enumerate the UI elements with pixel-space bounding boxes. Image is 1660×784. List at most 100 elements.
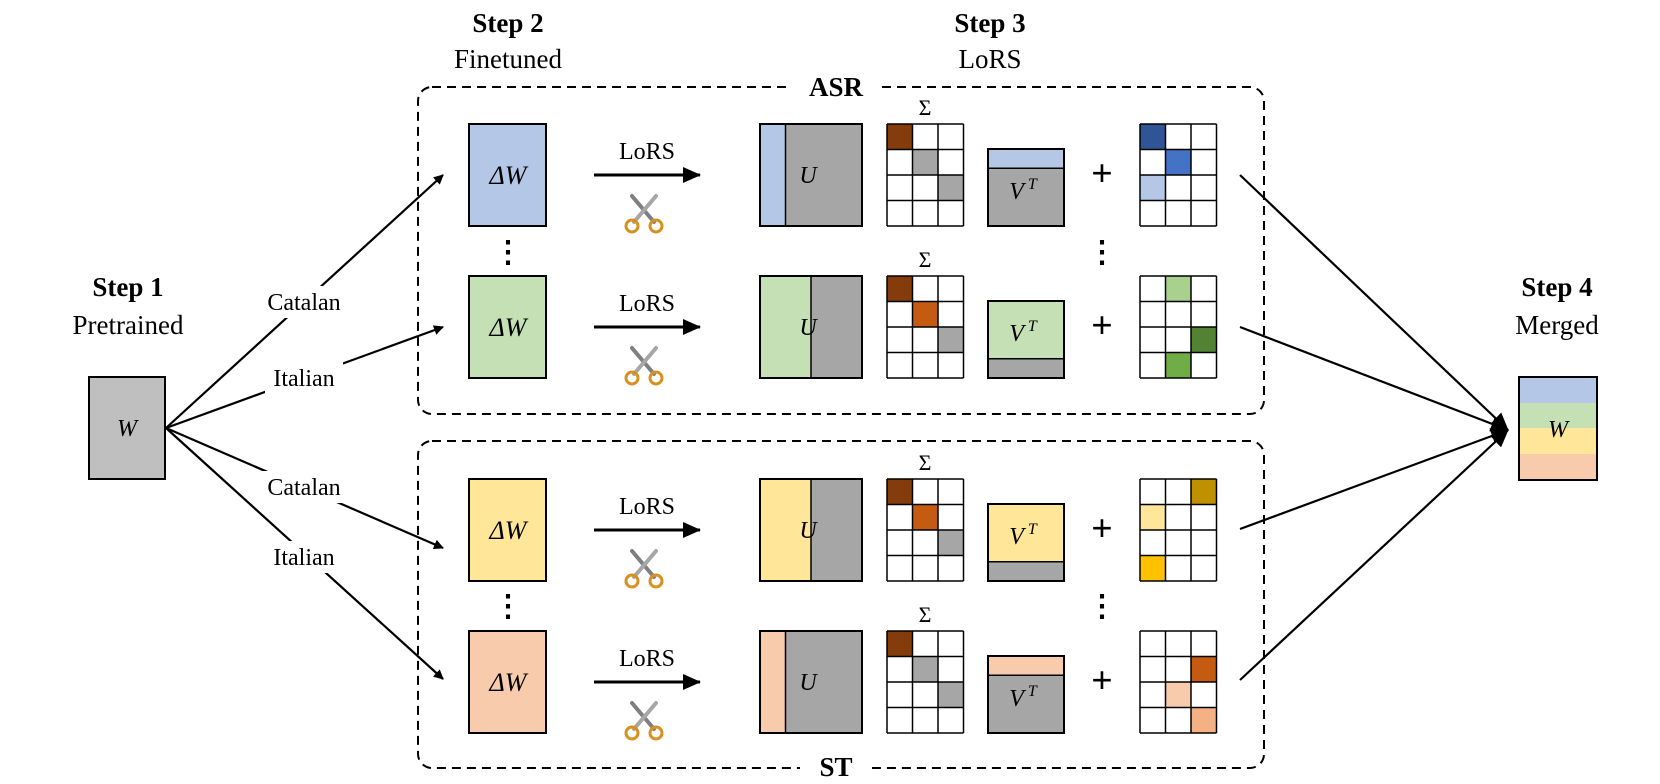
lors-arrow: LoRS [594, 139, 701, 183]
task-vector-cell [1191, 656, 1217, 682]
plus-sign: + [1091, 660, 1113, 702]
label-italian-st: Italian [273, 545, 334, 571]
u-matrix: U [759, 123, 863, 227]
task-vector-cell [1191, 707, 1217, 733]
lors-row-asr-italian: ΔW LoRS U Σ V T + [468, 247, 1218, 386]
u-matrix-label: U [799, 163, 818, 189]
u-matrix-label: U [799, 315, 818, 341]
lors-row-asr-catalan: ΔW LoRS U Σ V T + [468, 95, 1218, 234]
lors-row-st-catalan: ΔW LoRS U Σ V T + [468, 450, 1218, 589]
lors-row-st-italian: ΔW LoRS U Σ V T + [468, 602, 1218, 741]
sigma-matrix: Σ [886, 247, 965, 379]
sigma-cell [887, 479, 913, 505]
lors-arrow: LoRS [594, 646, 701, 690]
step2-title: Step 2 [472, 8, 543, 38]
merge-arrow-2 [1239, 325, 1509, 432]
lors-arrow-label: LoRS [619, 139, 675, 165]
vdots-asr-deltaw: ⋮ [493, 236, 523, 269]
sigma-cell [912, 301, 938, 327]
task-vector-cell [1165, 149, 1191, 175]
scissors-icon [624, 346, 664, 386]
st-group-label: ST [819, 752, 852, 782]
label-catalan-asr: Catalan [267, 290, 340, 316]
vt-matrix: V T [987, 148, 1065, 227]
delta-w-matrix: ΔW [468, 630, 547, 734]
task-vector-cell [1191, 479, 1217, 505]
step1-subtitle: Pretrained [73, 310, 184, 340]
task-vector-cell [1140, 175, 1166, 201]
vt-matrix: V T [987, 300, 1065, 379]
sigma-matrix: Σ [886, 602, 965, 734]
sigma-label: Σ [919, 95, 932, 120]
step1-title: Step 1 [92, 272, 163, 302]
pretrained-matrix-label: W [117, 416, 139, 442]
lors-arrow-label: LoRS [619, 291, 675, 317]
fanout-arrows [165, 174, 444, 680]
merge-arrow-4 [1239, 429, 1509, 681]
step2-subtitle: Finetuned [454, 44, 562, 74]
merge-arrow-1 [1239, 174, 1509, 431]
u-matrix-label: U [799, 670, 818, 696]
lors-arrow: LoRS [594, 291, 701, 335]
u-matrix: U [759, 478, 863, 582]
delta-w-matrix: ΔW [468, 275, 547, 379]
merge-arrows [1239, 174, 1509, 681]
delta-w-label: ΔW [489, 161, 529, 190]
task-vector-matrix [1139, 275, 1218, 379]
task-vector-cell [1191, 327, 1217, 353]
scissors-icon [624, 549, 664, 589]
step3-title: Step 3 [954, 8, 1025, 38]
merged-matrix-label: W [1548, 417, 1570, 443]
vdots-st-deltaw: ⋮ [493, 590, 523, 623]
delta-w-label: ΔW [489, 313, 529, 342]
delta-w-matrix: ΔW [468, 478, 547, 582]
vt-matrix: V T [987, 655, 1065, 734]
st-group-box [417, 440, 1265, 769]
asr-group-label: ASR [809, 72, 864, 102]
task-vector-cell [1140, 504, 1166, 530]
task-vector-cell [1165, 352, 1191, 378]
merged-matrix: W [1518, 376, 1598, 481]
lors-arrow: LoRS [594, 494, 701, 538]
task-vector-cell [1140, 124, 1166, 150]
sigma-label: Σ [919, 247, 932, 272]
vdots-st-right: ⋮ [1087, 590, 1117, 623]
sigma-matrix: Σ [886, 95, 965, 227]
merge-arrow-3 [1239, 428, 1509, 531]
sigma-cell [912, 656, 938, 682]
plus-sign: + [1091, 305, 1113, 347]
delta-w-matrix: ΔW [468, 123, 547, 227]
delta-w-label: ΔW [489, 516, 529, 545]
scissors-icon [624, 194, 664, 234]
sigma-cell [938, 175, 964, 201]
label-catalan-st: Catalan [267, 475, 340, 501]
sigma-cell [887, 124, 913, 150]
u-matrix: U [759, 275, 863, 379]
sigma-cell [938, 327, 964, 353]
vt-matrix: V T [987, 503, 1065, 582]
scissors-icon [624, 701, 664, 741]
step4-subtitle: Merged [1515, 310, 1599, 340]
u-matrix-label: U [799, 518, 818, 544]
delta-w-label: ΔW [489, 668, 529, 697]
sigma-cell [938, 682, 964, 708]
task-vector-cell [1140, 555, 1166, 581]
sigma-label: Σ [919, 450, 932, 475]
step3-subtitle: LoRS [958, 44, 1021, 74]
vdots-asr-right: ⋮ [1087, 236, 1117, 269]
pretrained-matrix: W [88, 376, 166, 480]
sigma-cell [912, 149, 938, 175]
step4-title: Step 4 [1521, 272, 1592, 302]
task-vector-matrix [1139, 478, 1218, 582]
sigma-matrix: Σ [886, 450, 965, 582]
sigma-label: Σ [919, 602, 932, 627]
task-vector-cell [1165, 682, 1191, 708]
lors-rows: ΔW LoRS U Σ V T + ΔW LoRS U Σ V T + ΔW LoRS U Σ V T + ΔW Lo… [468, 95, 1218, 741]
task-vector-matrix [1139, 630, 1218, 734]
task-vector-matrix [1139, 123, 1218, 227]
sigma-cell [887, 276, 913, 302]
plus-sign: + [1091, 508, 1113, 550]
plus-sign: + [1091, 153, 1113, 195]
lors-arrow-label: LoRS [619, 646, 675, 672]
